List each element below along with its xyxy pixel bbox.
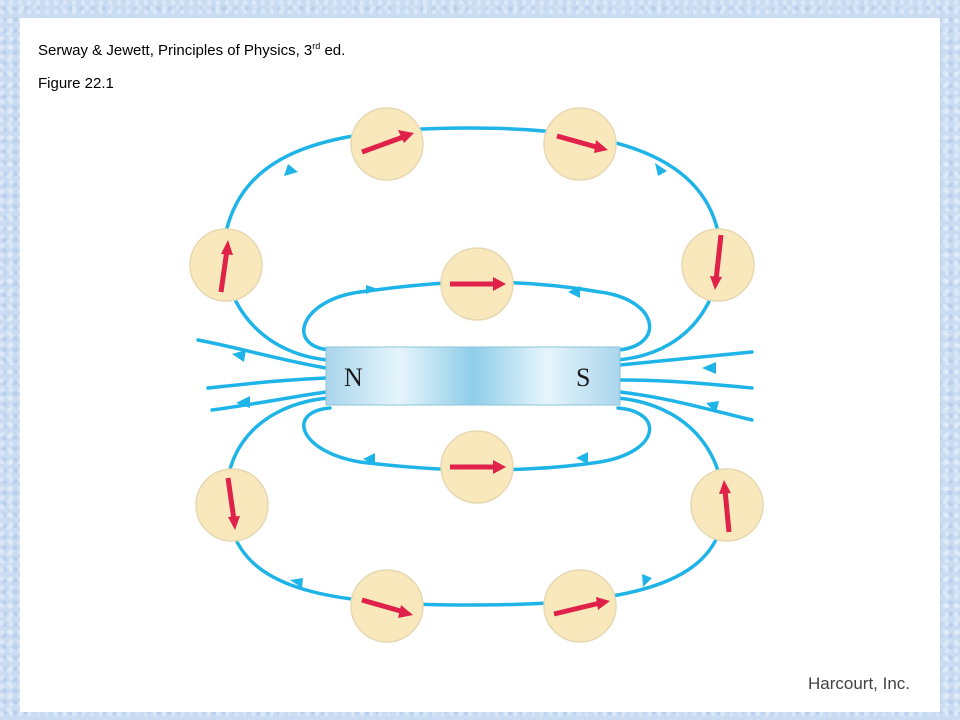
field-arrow	[366, 285, 378, 294]
field-line-right-3	[618, 390, 754, 422]
field-arrow	[568, 286, 580, 298]
compass	[543, 569, 617, 643]
compass	[440, 430, 514, 504]
field-line-right-2	[618, 378, 754, 390]
compass	[440, 247, 514, 321]
field-arrow	[236, 396, 250, 408]
compass	[543, 107, 617, 181]
book-citation: Serway & Jewett, Principles of Physics, …	[38, 41, 346, 59]
field-line-right-1	[618, 350, 754, 367]
north-pole-label: N	[344, 363, 363, 392]
field-line-left-2	[206, 376, 328, 390]
field-line-left-3	[210, 390, 328, 412]
field-arrow	[363, 453, 375, 465]
bar-magnet: N S	[325, 346, 621, 406]
figure-label: Figure 22.1	[38, 75, 114, 92]
field-arrow	[232, 350, 246, 362]
field-direction-arrows	[232, 163, 719, 588]
field-arrow	[284, 164, 298, 176]
field-line-left-1	[196, 338, 328, 370]
field-arrow	[706, 401, 719, 413]
publisher-credit: Harcourt, Inc.	[808, 674, 911, 693]
field-line-outer-top	[222, 126, 722, 362]
compass	[350, 569, 424, 643]
compass	[195, 468, 269, 542]
compass	[350, 107, 424, 181]
compass	[681, 228, 755, 302]
south-pole-label: S	[576, 363, 590, 392]
compass	[690, 468, 764, 542]
field-arrow	[642, 574, 652, 587]
field-arrow	[702, 362, 716, 374]
compass	[189, 228, 263, 302]
field-arrow	[290, 578, 303, 588]
field-arrow	[576, 452, 588, 464]
field-arrow	[655, 163, 667, 176]
